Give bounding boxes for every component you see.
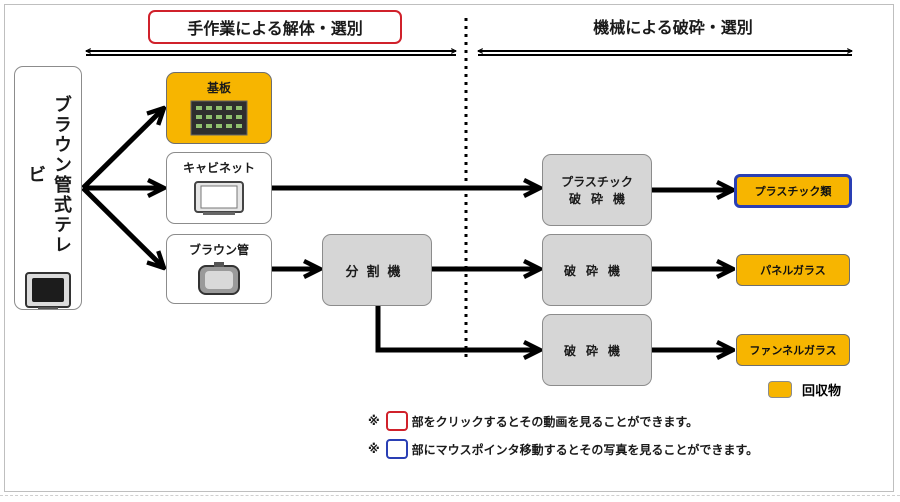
arrow-to-board [81, 108, 164, 190]
note-red-text: 部をクリックするとその動画を見ることができます。 [411, 414, 699, 429]
circuit-board-icon [190, 100, 248, 136]
arrow-splitter-to-crusher-bottom [375, 306, 540, 350]
plastic-crusher-label-2: 破砕機 [568, 192, 635, 206]
crusher-mid-label: 破砕機 [563, 263, 630, 278]
header-machine: 機械による破砕・選別 [593, 18, 753, 37]
blue-square-icon [385, 439, 408, 459]
manual-range-arrow [86, 51, 456, 56]
note-red-mark: ※ [368, 414, 380, 428]
tv-icon [25, 271, 71, 309]
crt-label: ブラウン管 [188, 243, 249, 257]
output-funnel-glass: ファンネルガラス [736, 334, 850, 366]
output-plastic[interactable]: プラスチック類 [734, 174, 852, 208]
red-square-icon [385, 411, 408, 431]
cabinet-box[interactable]: キャビネット [166, 152, 272, 224]
splitter-box[interactable]: 分割機 [322, 234, 432, 306]
note-red: ※ 部をクリックするとその動画を見ることができます。 [368, 411, 698, 431]
legend-swatch [768, 381, 792, 398]
crt-tube-icon [198, 262, 240, 295]
header-manual[interactable]: 手作業による解体・選別 [148, 10, 402, 44]
note-blue-mark: ※ [368, 442, 380, 456]
note-blue-text: 部にマウスポインタ移動するとその写真を見ることができます。 [411, 442, 759, 457]
legend: 回収物 [768, 380, 841, 399]
arrow-to-crt [81, 186, 164, 268]
bottom-divider [0, 495, 900, 496]
crusher-mid-box[interactable]: 破砕機 [542, 234, 652, 306]
machine-range-arrow [478, 51, 852, 56]
splitter-label: 分割機 [345, 264, 409, 280]
legend-label: 回収物 [802, 384, 842, 399]
note-blue: ※ 部にマウスポインタ移動するとその写真を見ることができます。 [368, 439, 758, 459]
source-tv-box: ブラウン管式テレビ [14, 66, 82, 310]
source-label: ブラウン管式テレビ [25, 94, 72, 255]
plastic-crusher-label-1: プラスチック [561, 175, 633, 189]
cabinet-icon [194, 181, 244, 215]
crt-box[interactable]: ブラウン管 [166, 234, 272, 304]
board-box[interactable]: 基板 [166, 72, 272, 144]
plastic-crusher-box[interactable]: プラスチック 破砕機 [542, 154, 652, 226]
diagram-frame [4, 4, 894, 492]
board-label: 基板 [206, 81, 231, 95]
cabinet-label: キャビネット [182, 161, 255, 175]
crusher-bottom-label: 破砕機 [563, 343, 630, 358]
crusher-bottom-box[interactable]: 破砕機 [542, 314, 652, 386]
output-panel-glass: パネルガラス [736, 254, 850, 286]
